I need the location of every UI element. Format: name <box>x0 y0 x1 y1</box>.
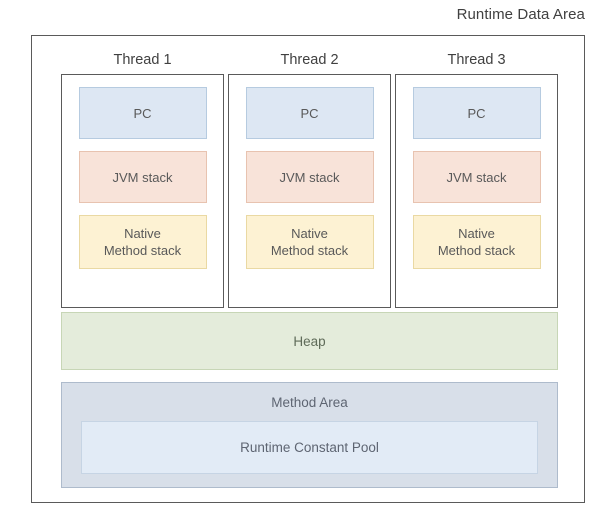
thread-label: Thread 3 <box>447 52 506 68</box>
thread-label: Thread 2 <box>280 52 339 68</box>
page-title: Runtime Data Area <box>456 6 585 23</box>
pc-block: PC <box>412 87 541 139</box>
pc-block: PC <box>78 87 207 139</box>
method-area-block: Method Area Runtime Constant Pool <box>61 382 558 488</box>
jvm-stack-block: JVM stack <box>245 151 374 203</box>
pc-block: PC <box>245 87 374 139</box>
runtime-constant-pool-block: Runtime Constant Pool <box>81 421 538 474</box>
jvm-stack-block: JVM stack <box>78 151 207 203</box>
jvm-stack-block: JVM stack <box>412 151 541 203</box>
heap-block: Heap <box>61 312 558 370</box>
thread-label: Thread 1 <box>113 52 172 68</box>
method-area-label: Method Area <box>271 395 348 410</box>
